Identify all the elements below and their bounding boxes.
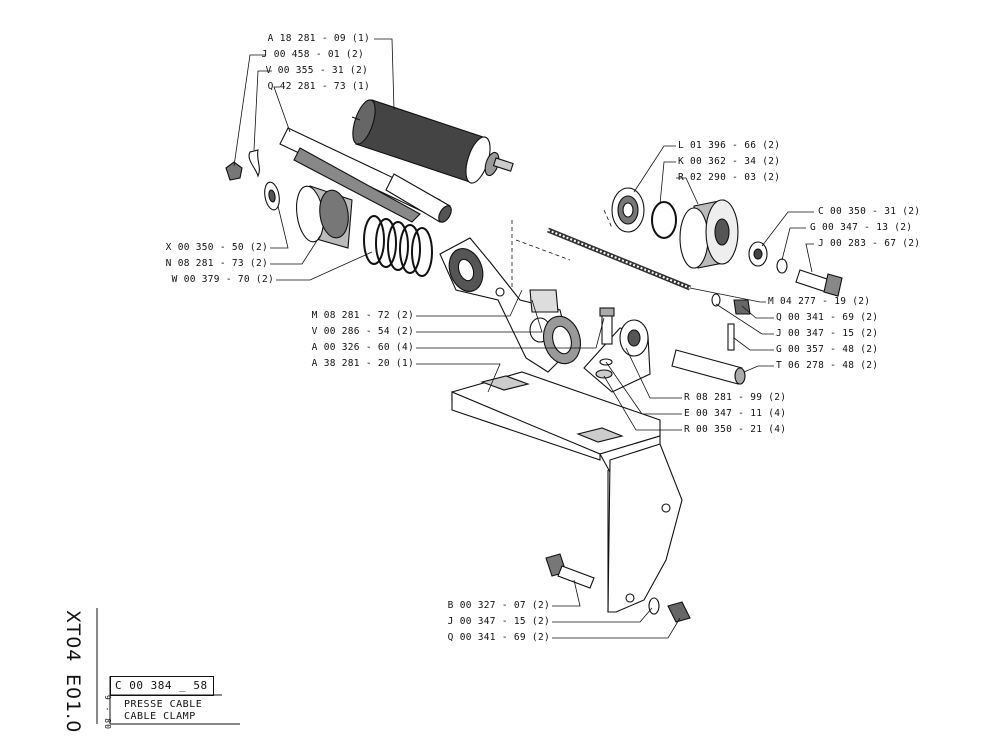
threaded-rod xyxy=(547,227,691,291)
sheet-code-xt04: XT04 xyxy=(62,610,84,663)
callout-q0034169-bottom: Q 00 341 - 69 (2) xyxy=(447,632,550,643)
callout-b0032707: B 00 327 - 07 (2) xyxy=(447,600,550,611)
part-number: C 00 384 _ 58 xyxy=(115,679,208,692)
callout-g0034713: G 00 347 - 13 (2) xyxy=(810,222,913,233)
callout-q0034169-right: Q 00 341 - 69 (2) xyxy=(776,312,879,323)
callout-x0035050: X 00 350 - 50 (2) xyxy=(165,242,268,253)
callout-j0028367: J 00 283 - 67 (2) xyxy=(818,238,921,249)
hinge-bracket xyxy=(583,307,651,393)
callout-e0034711: E 00 347 - 11 (4) xyxy=(684,408,787,419)
callout-q4228173: Q 42 281 - 73 (1) xyxy=(267,81,370,92)
roller-cylinder xyxy=(351,99,514,184)
sheet-code-e010: E01.0 xyxy=(62,674,84,734)
right-pins xyxy=(671,293,751,385)
right-fasteners xyxy=(748,241,843,297)
pulley xyxy=(679,199,739,269)
callout-a0032660: A 00 326 - 60 (4) xyxy=(311,342,414,353)
callout-k0036234: K 00 362 - 34 (2) xyxy=(678,156,781,167)
callout-j0045801: J 00 458 - 01 (2) xyxy=(261,49,364,60)
callout-j0034715-right: J 00 347 - 15 (2) xyxy=(776,328,879,339)
callout-c0035031: C 00 350 - 31 (2) xyxy=(818,206,921,217)
sheet-date: 9 - 80 xyxy=(103,695,112,730)
bottom-fasteners xyxy=(545,553,691,623)
callout-r0828199: R 08 281 - 99 (2) xyxy=(684,392,787,403)
callout-t0627848: T 06 278 - 48 (2) xyxy=(776,360,879,371)
callout-n0828173: N 08 281 - 73 (2) xyxy=(165,258,268,269)
callout-v0035531: V 00 355 - 31 (2) xyxy=(265,65,368,76)
callout-a1828109: A 18 281 - 09 (1) xyxy=(267,33,370,44)
callout-j0034715-bottom: J 00 347 - 15 (2) xyxy=(447,616,550,627)
title-english: CABLE CLAMP xyxy=(124,711,196,722)
callout-l0139666: L 01 396 - 66 (2) xyxy=(678,140,781,151)
callout-w0037970: W 00 379 - 70 (2) xyxy=(171,274,274,285)
callout-a3828120: A 38 281 - 20 (1) xyxy=(311,358,414,369)
left-bushing xyxy=(295,185,353,249)
bearing xyxy=(611,187,677,239)
callout-m0427719: M 04 277 - 19 (2) xyxy=(768,296,871,307)
left-fasteners xyxy=(225,149,280,211)
callout-g0035748: G 00 357 - 48 (2) xyxy=(776,344,879,355)
callout-r0229003: R 02 290 - 03 (2) xyxy=(678,172,781,183)
callout-r0035021: R 00 350 - 21 (4) xyxy=(684,424,787,435)
part-number-box: C 00 384 _ 58 xyxy=(110,676,214,696)
base-frame xyxy=(451,371,683,613)
pivot-arm xyxy=(439,237,582,373)
roller-shaft xyxy=(279,127,452,223)
callout-v0028654: V 00 286 - 54 (2) xyxy=(311,326,414,337)
leader-lines xyxy=(233,38,814,639)
title-french: PRESSE CABLE xyxy=(124,699,203,710)
callout-m0828172: M 08 281 - 72 (2) xyxy=(311,310,414,321)
spring xyxy=(363,215,433,277)
